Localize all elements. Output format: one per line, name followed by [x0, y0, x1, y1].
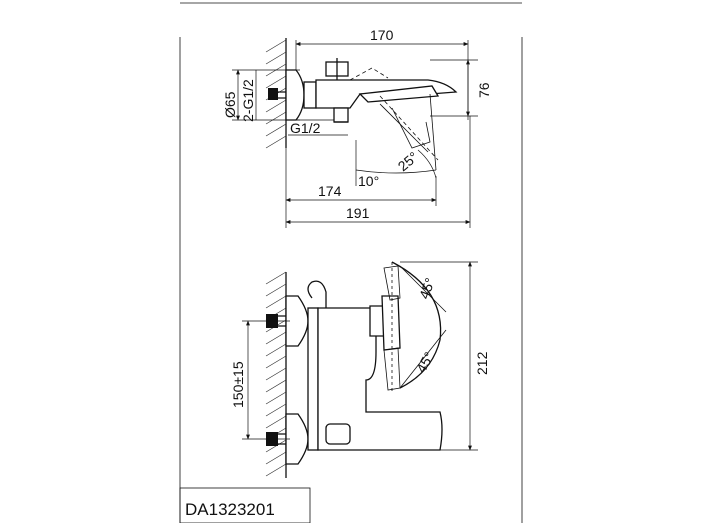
escutcheon-top	[285, 69, 305, 121]
angle-45-down: 45°	[413, 349, 437, 375]
lever-front	[381, 295, 401, 351]
angle-45-up: 45°	[416, 276, 438, 301]
front-view: 45° 45° 150±15 212	[230, 261, 490, 478]
top-view: 170 76 Ø65 2-G1/2 G1/2 10° 25° 174 191	[222, 27, 492, 228]
dim-outlet-g12: G1/2	[290, 120, 321, 136]
shower-hook	[307, 280, 327, 308]
dim-174: 174	[318, 183, 342, 199]
dim-thread-2-g12: 2-G1/2	[240, 79, 256, 122]
angle-25: 25°	[395, 148, 422, 174]
dim-150-15: 150±15	[230, 361, 246, 408]
wall-hatch-top	[265, 38, 287, 149]
lever-top	[358, 85, 440, 103]
sheet-frame	[179, 2, 523, 523]
model-code-box: DA1323201	[179, 487, 311, 523]
model-code: DA1323201	[185, 500, 275, 519]
dim-170: 170	[370, 27, 394, 43]
angle-10: 10°	[358, 173, 379, 189]
diverter-button	[325, 423, 351, 445]
dim-76: 76	[476, 82, 492, 98]
dim-diameter-65: Ø65	[222, 91, 238, 118]
inlet-pipe-top	[268, 88, 278, 100]
handle-outline-dashed	[349, 67, 389, 81]
wall-hatch-front	[265, 271, 287, 478]
dim-191: 191	[346, 205, 370, 221]
dim-212: 212	[474, 351, 490, 375]
